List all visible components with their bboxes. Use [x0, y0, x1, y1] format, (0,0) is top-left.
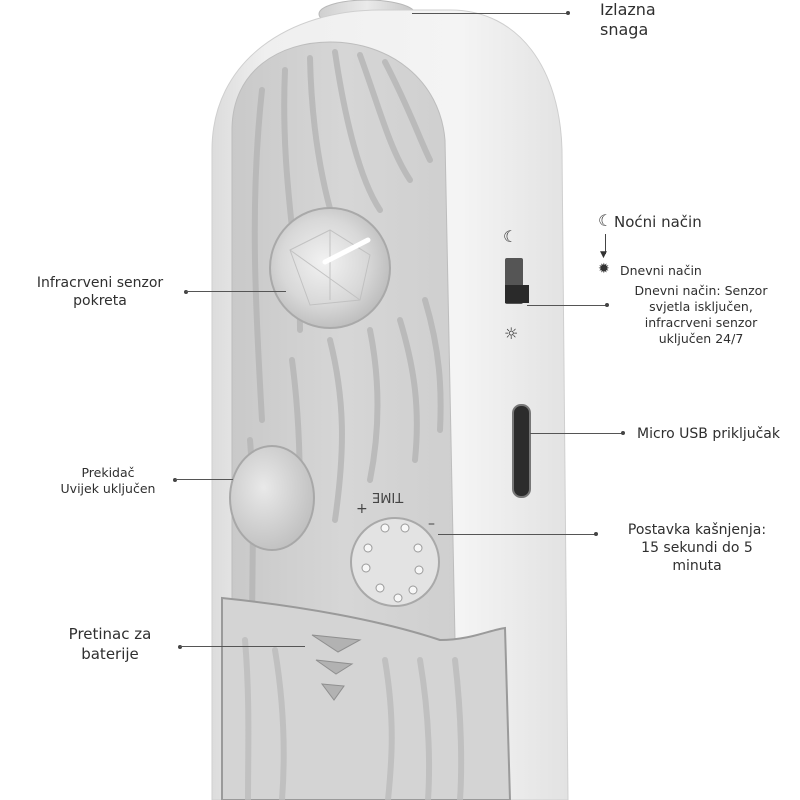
sun-icon: ☼ [504, 324, 519, 343]
callout-ir-sensor: Infracrveni senzor pokreta [36, 275, 164, 309]
callout-day-mode-desc: Dnevni način: Senzor svjetla isključen, … [634, 283, 768, 346]
callout-delay: Postavka kašnjenja: 15 sekundi do 5 minu… [627, 522, 767, 574]
moon-icon-legend: ☾ [598, 211, 613, 230]
callout-battery: Pretinac za baterije [68, 625, 152, 663]
moon-icon: ☾ [503, 227, 518, 246]
time-label: TIME [372, 489, 404, 504]
callout-usb: Micro USB priključak [637, 426, 780, 442]
time-plus: + [356, 501, 368, 517]
sun-icon-legend: ✹ [598, 261, 610, 277]
callout-night-mode: Noćni način [614, 213, 702, 231]
callout-day-mode: Dnevni način [620, 263, 702, 278]
time-minus: – [428, 516, 435, 532]
arrow-down-icon [605, 234, 606, 254]
callout-switch: Prekidač Uvijek uključen [60, 465, 156, 496]
callout-output: Izlazna snaga [600, 0, 656, 39]
